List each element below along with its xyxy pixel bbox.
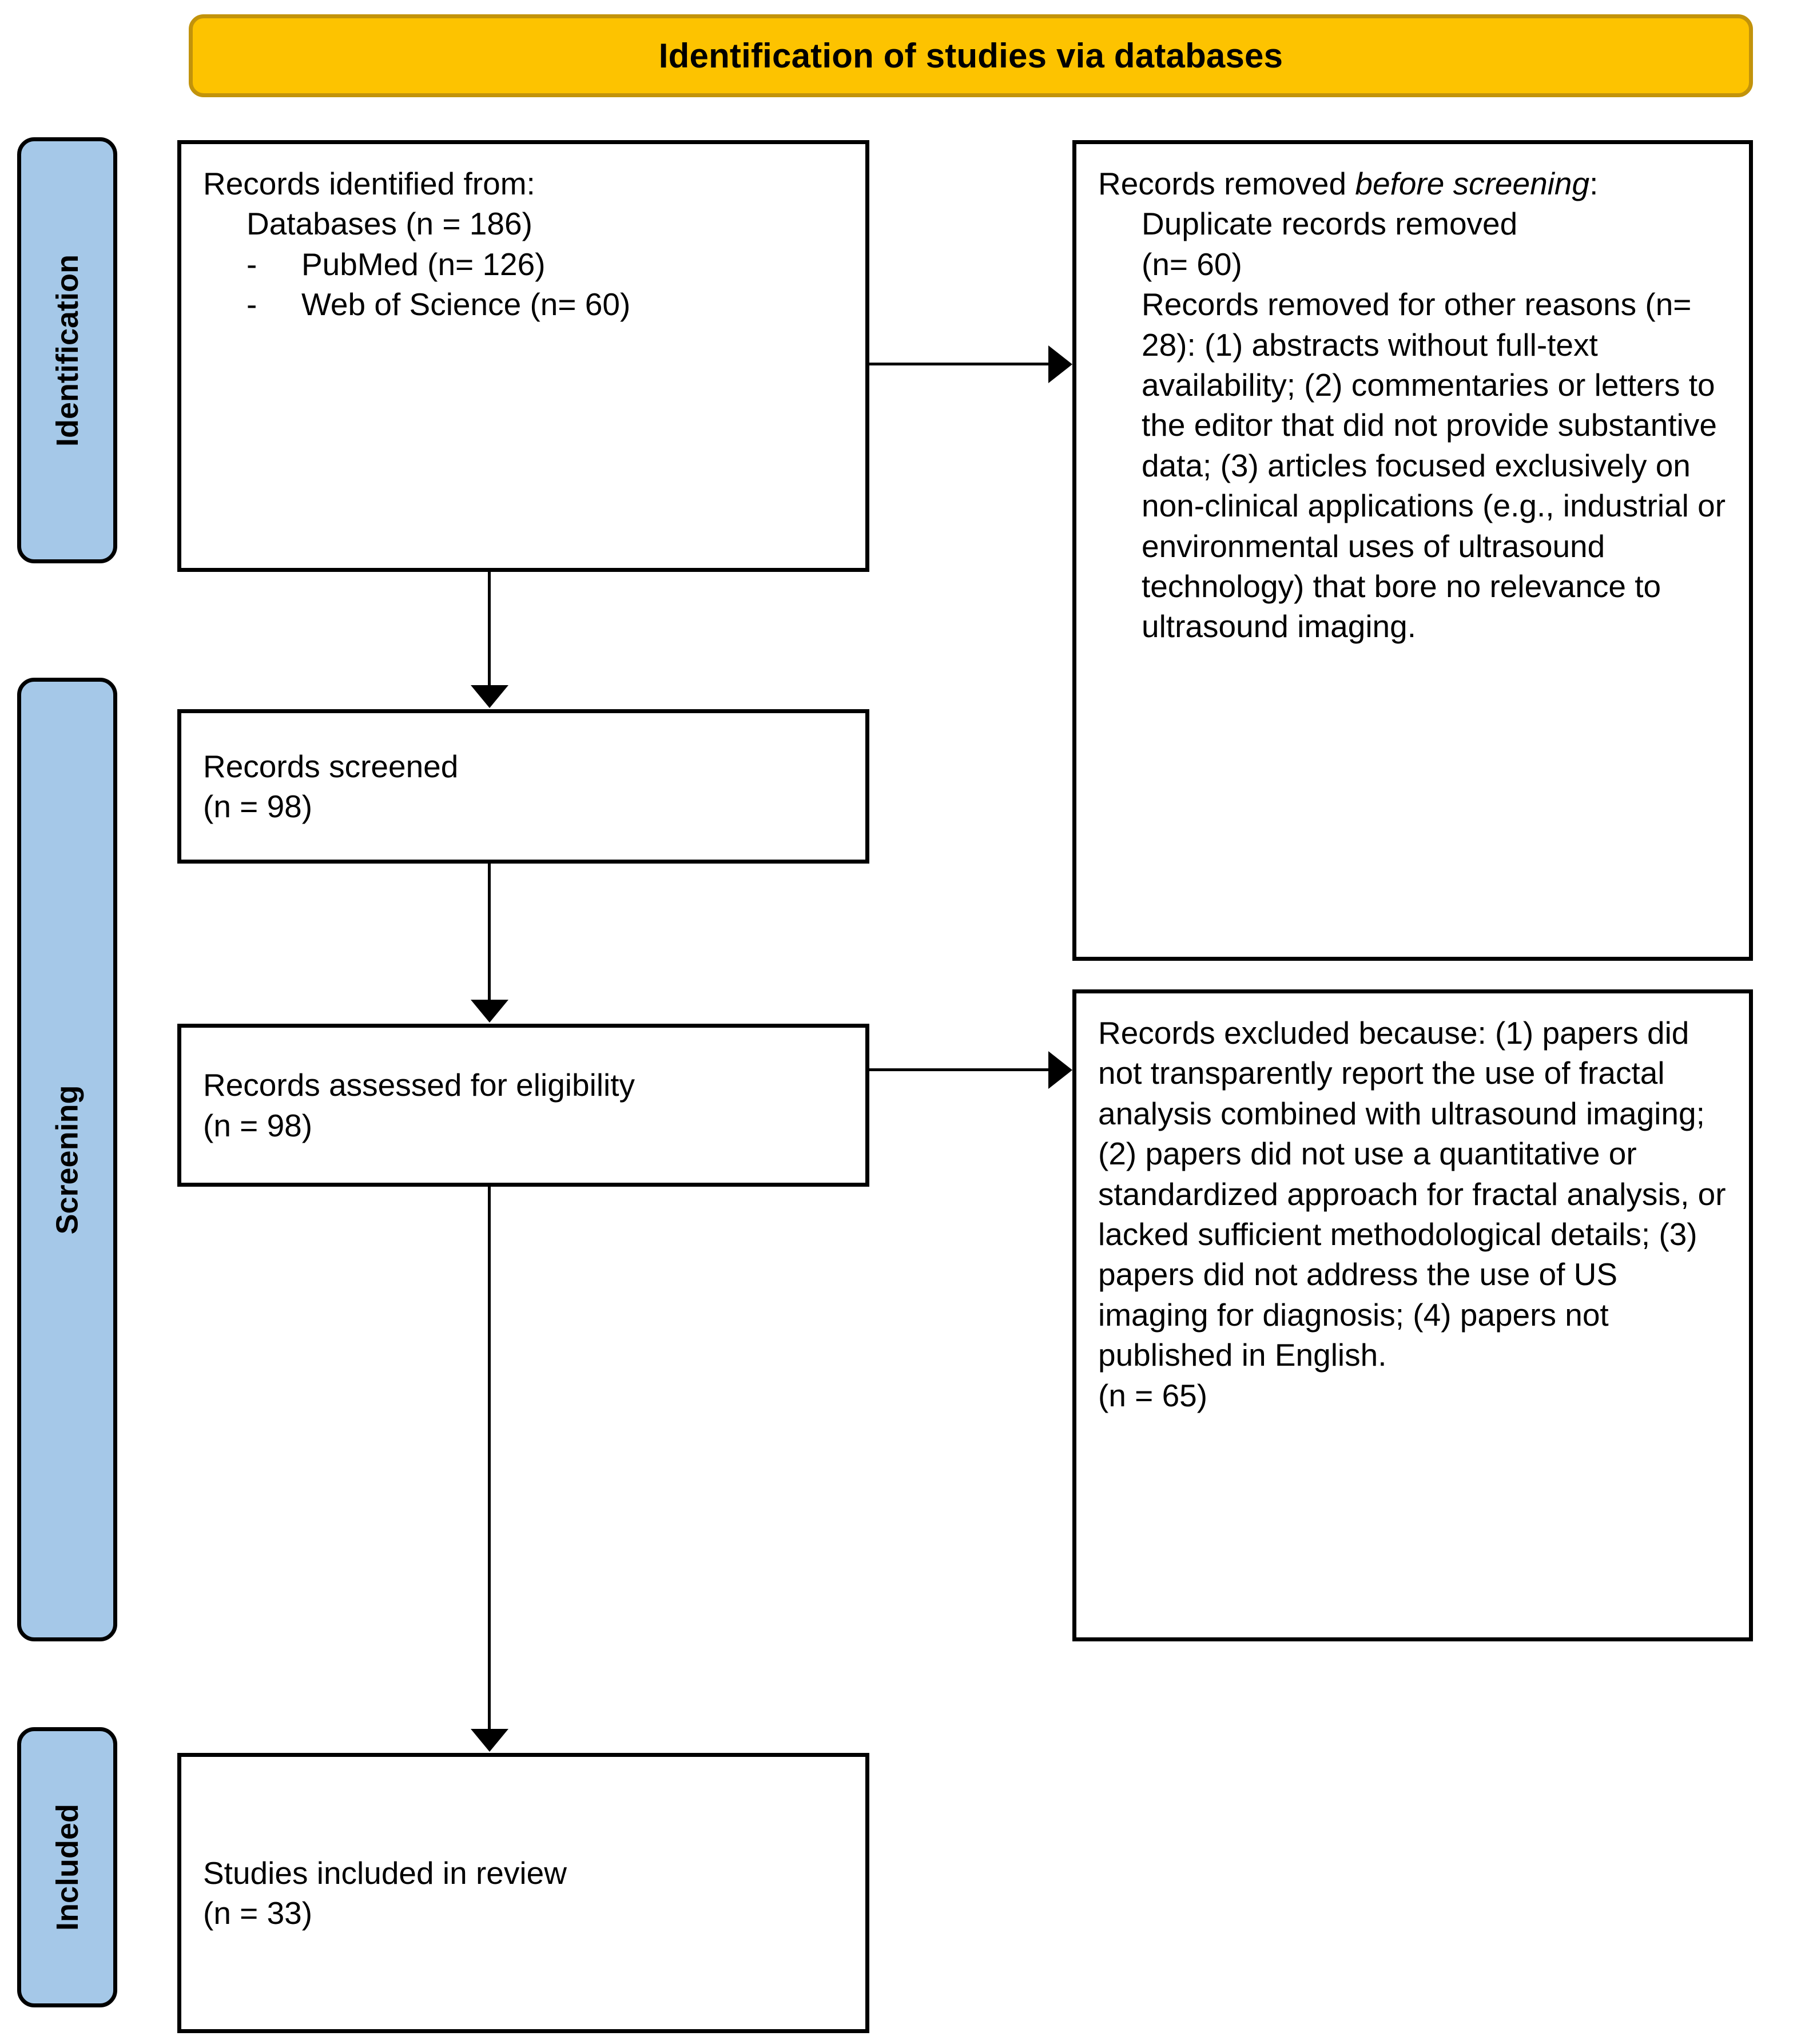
box-records-screened: Records screened (n = 98)	[177, 709, 869, 864]
banner-identification-via-databases: Identification of studies via databases	[189, 14, 1753, 97]
banner-title: Identification of studies via databases	[658, 36, 1283, 75]
studies-included-label: Studies included in review	[203, 1855, 567, 1891]
box-records-assessed-for-eligibility: Records assessed for eligibility (n = 98…	[177, 1024, 869, 1187]
stage-sidebar-identification: Identification	[17, 137, 117, 563]
arrow-identified-to-removed	[869, 363, 1049, 365]
stage-label-included: Included	[50, 1803, 85, 1931]
records-screened-count: (n = 98)	[203, 789, 313, 824]
records-screened-label: Records screened	[203, 748, 459, 784]
arrow-screened-to-assessed	[488, 864, 491, 1001]
records-assessed-label: Records assessed for eligibility	[203, 1067, 635, 1103]
arrow-identified-to-screened	[488, 572, 491, 686]
records-assessed-count: (n = 98)	[203, 1107, 313, 1143]
records-identified-databases: Databases (n = 186)	[247, 206, 532, 242]
records-removed-heading-emphasis: before screening	[1355, 166, 1590, 201]
arrow-assessed-to-excluded	[869, 1068, 1049, 1071]
studies-included-count: (n = 33)	[203, 1895, 313, 1931]
box-studies-included-in-review: Studies included in review (n = 33)	[177, 1753, 869, 2033]
stage-label-identification: Identification	[50, 254, 85, 447]
records-identified-bullet-wos: - Web of Science (n= 60)	[203, 284, 844, 324]
records-removed-other-reasons: Records removed for other reasons (n= 28…	[1142, 287, 1726, 645]
records-removed-heading-prefix: Records removed	[1098, 166, 1355, 201]
records-excluded-body: Records excluded because: (1) papers did…	[1098, 1015, 1726, 1373]
duplicate-records-removed-count: (n= 60)	[1142, 246, 1242, 282]
records-removed-heading: Records removed before screening:	[1098, 164, 1727, 204]
bullet-text-web-of-science: Web of Science (n= 60)	[301, 287, 631, 323]
stage-sidebar-screening: Screening	[17, 678, 117, 1641]
box-records-removed-before-screening: Records removed before screening: Duplic…	[1072, 140, 1753, 961]
stage-label-screening: Screening	[50, 1084, 85, 1235]
stage-sidebar-included: Included	[17, 1727, 117, 2007]
records-excluded-count: (n = 65)	[1098, 1377, 1208, 1413]
box-records-excluded: Records excluded because: (1) papers did…	[1072, 989, 1753, 1641]
arrow-assessed-to-included	[488, 1187, 491, 1730]
records-removed-heading-suffix: :	[1589, 166, 1599, 201]
box-records-identified: Records identified from: Databases (n = …	[177, 140, 869, 572]
bullet-dash-icon: -	[247, 246, 257, 282]
records-identified-line1: Records identified from:	[203, 166, 535, 201]
bullet-dash-icon: -	[247, 287, 257, 323]
records-identified-bullet-pubmed: - PubMed (n= 126)	[203, 244, 844, 284]
duplicate-records-removed-line1: Duplicate records removed	[1142, 206, 1518, 242]
bullet-text-pubmed: PubMed (n= 126)	[301, 246, 546, 282]
